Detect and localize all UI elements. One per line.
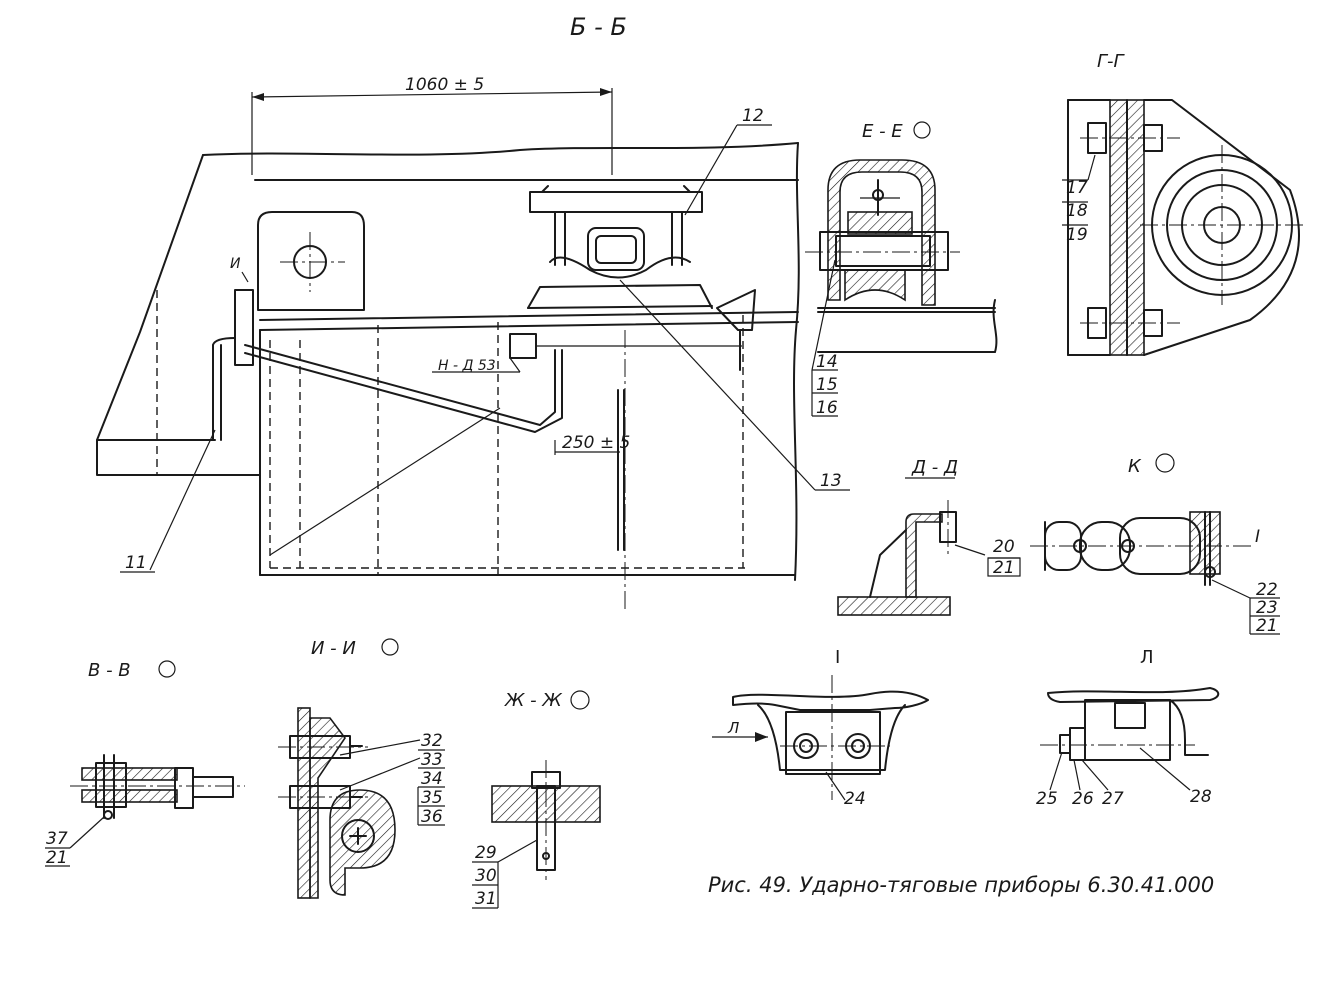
part-33: 33: [421, 750, 443, 770]
part-12: 12: [742, 106, 764, 126]
view-title-bb: Б - Б: [570, 13, 627, 41]
section-view-vv: В - В 37 21: [45, 660, 245, 868]
part-35: 35: [421, 788, 443, 808]
part-15: 15: [816, 375, 838, 395]
part-23: 23: [1256, 598, 1278, 618]
part-19: 19: [1066, 225, 1088, 245]
part-30: 30: [475, 866, 497, 886]
part-24: 24: [844, 789, 866, 809]
section-view-ii: И - И 32 33 34 35 36: [278, 638, 445, 899]
part-18: 18: [1066, 201, 1088, 221]
part-21a: 21: [993, 558, 1015, 578]
part-37: 37: [46, 829, 68, 849]
part-25: 25: [1036, 789, 1058, 809]
part-11: 11: [125, 553, 147, 573]
view-title-vv: В - В: [88, 660, 131, 681]
view-title-l: Л: [1140, 647, 1154, 668]
part-27: 27: [1102, 789, 1124, 809]
part-17: 17: [1066, 178, 1088, 198]
part-21b: 21: [1256, 616, 1278, 636]
view-title-ii: И - И: [311, 638, 356, 659]
view-title-ee: Е - Е: [862, 121, 903, 142]
part-21c: 21: [46, 848, 68, 868]
section-view-zhzh: Ж - Ж 29 30 31: [472, 690, 601, 909]
section-view-gg: Г-Г 17 18 19: [1062, 51, 1305, 356]
part-28: 28: [1190, 787, 1212, 807]
view-title-zhzh: Ж - Ж: [504, 690, 562, 711]
view-k: К I 22 23 21: [1030, 453, 1280, 636]
part-26: 26: [1072, 789, 1094, 809]
ref-hd53: Н - Д 53: [438, 358, 496, 374]
part-31: 31: [475, 889, 497, 909]
part-34: 34: [421, 769, 443, 789]
arrow-label-l: Л: [727, 719, 739, 737]
part-20: 20: [993, 537, 1015, 557]
section-view-ee: Е - Е 14 15 16: [805, 121, 998, 418]
view-title-dd: Д - Д: [911, 457, 958, 478]
dim-1060: 1060 ± 5: [405, 75, 484, 95]
part-22: 22: [1256, 580, 1278, 600]
part-14: 14: [816, 352, 838, 372]
dim-250: 250 ± 5: [562, 433, 630, 453]
view-l: Л 25 26 27 28: [1036, 647, 1220, 809]
part-16: 16: [816, 398, 838, 418]
view-title-i: I: [835, 647, 840, 668]
part-13: 13: [820, 471, 842, 491]
part-32: 32: [421, 731, 443, 751]
k-axis-mark: I: [1255, 527, 1260, 547]
section-view-dd: Д - Д 20 21: [837, 457, 1021, 616]
part-36: 36: [421, 807, 443, 827]
view-title-k: К: [1128, 456, 1142, 477]
view-title-gg: Г-Г: [1097, 51, 1126, 72]
arrow-label-i: И: [230, 256, 241, 272]
main-section-view: Б - Б 1060 ± 5: [96, 13, 850, 610]
part-29: 29: [475, 843, 497, 863]
view-i: I Л 24: [712, 647, 929, 809]
figure-caption: Рис. 49. Ударно-тяговые приборы 6.30.41.…: [708, 873, 1214, 897]
